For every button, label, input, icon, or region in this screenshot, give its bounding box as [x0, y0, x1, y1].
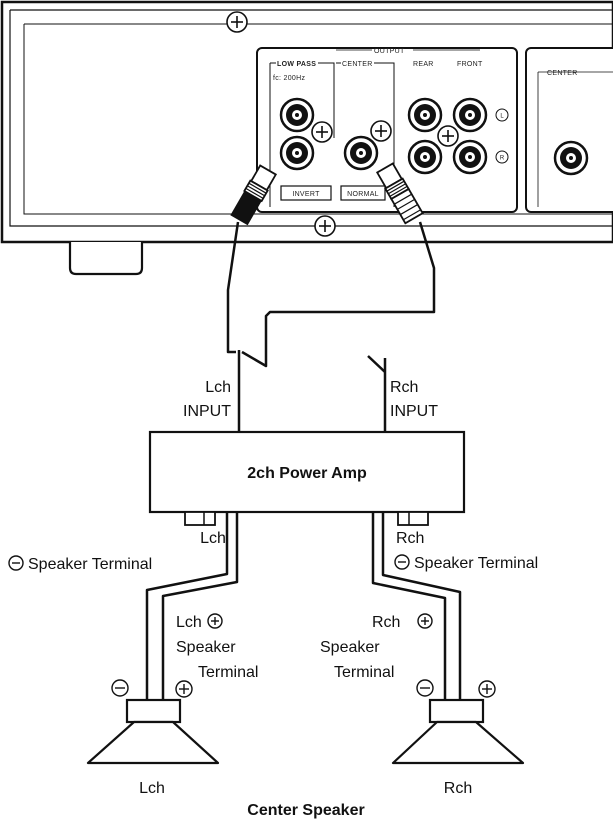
plus-rch-icon: [417, 613, 433, 629]
right-speaker-label: Rch: [444, 780, 472, 797]
rch-plus-label-2: Speaker: [320, 639, 380, 656]
minus-speaker-terminal-left: Speaker Terminal: [28, 556, 152, 573]
rch-terminal-label: Rch: [396, 530, 424, 547]
right-rca-plug-icon: [375, 162, 424, 225]
rch-input-label: Rch: [390, 379, 418, 396]
rear-left-jack-icon: [407, 97, 443, 133]
power-amp: [148, 430, 466, 514]
left-speaker-label: Lch: [139, 780, 165, 797]
rca-cables: [226, 221, 436, 432]
minus-speaker-terminal-right: Speaker Terminal: [414, 555, 538, 572]
svg-text:INVERT: INVERT: [292, 191, 320, 198]
center-normal-jack-icon: [343, 135, 379, 171]
front-right-jack-icon: [452, 139, 488, 175]
lch-plus-label-2: Speaker: [176, 639, 236, 656]
rear-right-jack-icon: [407, 139, 443, 175]
right-speaker-icon: [391, 698, 525, 765]
minus-right-icon: [394, 554, 410, 570]
minus-lch-speaker-icon: [111, 679, 129, 697]
panel-screw-icon: [437, 125, 459, 147]
rear-label: REAR: [413, 61, 434, 68]
right-center-jack-icon: [553, 140, 589, 176]
plus-lch-icon: [207, 613, 223, 629]
center-group-label: CENTER: [342, 61, 373, 68]
minus-left-icon: [8, 555, 24, 571]
rch-plus-label: Rch: [372, 614, 400, 631]
top-screw-icon: [226, 11, 248, 33]
svg-text:R: R: [500, 156, 505, 162]
low-pass-invert-jack-icon: [279, 135, 315, 171]
l-channel-mark: L: [495, 108, 509, 122]
center-speaker-title: Center Speaker: [247, 802, 364, 819]
speaker-wires: [145, 512, 462, 700]
lch-input-label-2: INPUT: [183, 403, 231, 420]
output-label: OUTPUT: [374, 48, 405, 55]
minus-rch-speaker-icon: [416, 679, 434, 697]
rch-plus-label-3: Terminal: [334, 664, 394, 681]
rch-terminal-block: [397, 511, 429, 526]
plus-rch-speaker-icon: [478, 680, 496, 698]
right-center-label: CENTER: [547, 70, 578, 77]
lch-plus-label: Lch: [176, 614, 202, 631]
r-channel-mark: R: [495, 150, 509, 164]
bottom-screw-icon: [314, 215, 336, 237]
plus-lch-speaker-icon: [175, 680, 193, 698]
front-left-jack-icon: [452, 97, 488, 133]
front-label: FRONT: [457, 61, 483, 68]
normal-label-box: NORMAL: [340, 185, 386, 201]
power-amp-label: 2ch Power Amp: [247, 465, 367, 482]
left-speaker-icon: [86, 698, 220, 765]
panel-screw-icon: [311, 121, 333, 143]
lch-terminal-block: [184, 511, 216, 526]
low-pass-label: LOW PASS: [277, 61, 316, 68]
svg-text:NORMAL: NORMAL: [347, 191, 379, 198]
right-output-panel: [525, 47, 613, 213]
lch-terminal-label: Lch: [200, 530, 226, 547]
svg-text:L: L: [500, 114, 504, 120]
cutoff-frequency-label: fc: 200Hz: [273, 75, 305, 82]
low-pass-upper-jack-icon: [279, 97, 315, 133]
panel-screw-icon: [370, 120, 392, 142]
left-rca-plug-icon: [230, 164, 278, 226]
lch-input-label: Lch: [205, 379, 231, 396]
rch-input-label-2: INPUT: [390, 403, 438, 420]
lch-plus-label-3: Terminal: [198, 664, 258, 681]
invert-label-box: INVERT: [280, 185, 332, 201]
